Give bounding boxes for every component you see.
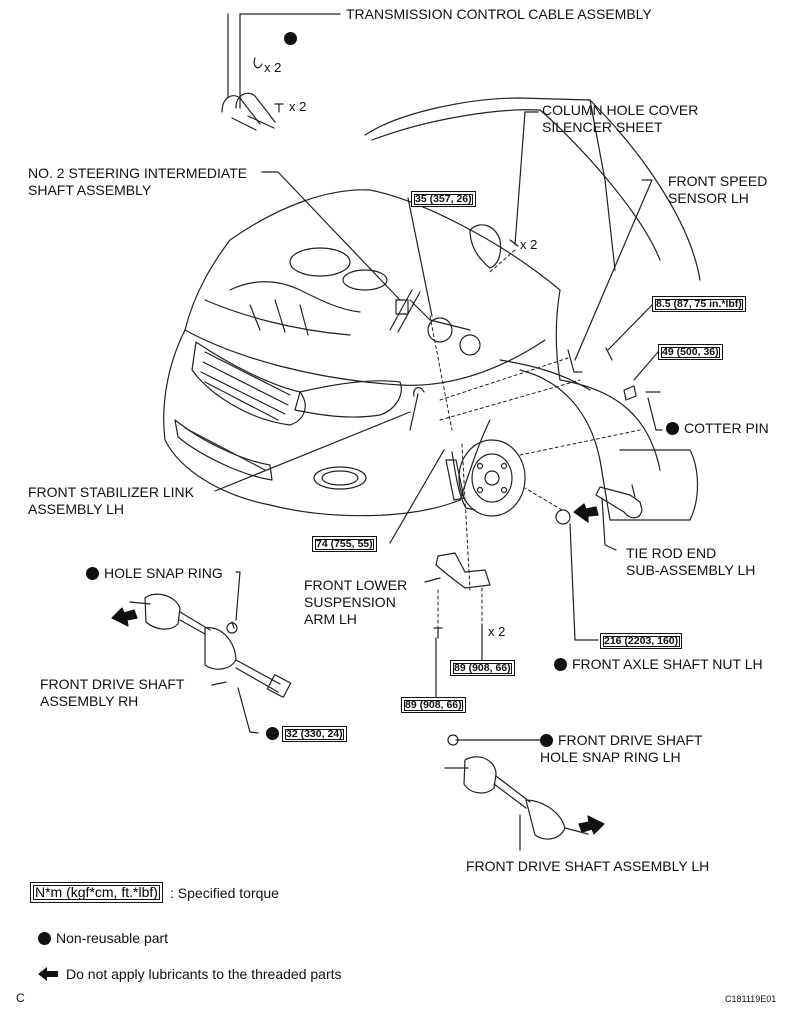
label-snap-ring-lh: FRONT DRIVE SHAFT HOLE SNAP RING LH [540,732,703,765]
non-reusable-mark-cable-clip [284,32,297,45]
qty-cover-clip: x 2 [520,237,538,252]
label-transmission-cable: TRANSMISSION CONTROL CABLE ASSEMBLY [346,6,652,22]
non-reusable-mark [86,567,99,580]
torque-35: 35 (357, 26) [411,191,476,207]
torque-49: 49 (500, 36) [658,344,723,360]
legend-torque-box: N*m (kgf*cm, ft.*lbf) [30,882,163,903]
torque-216: 216 (2203, 160) [600,633,683,649]
label-steering-shaft: NO. 2 STEERING INTERMEDIATE SHAFT ASSEMB… [28,165,248,198]
label-cotter-pin: COTTER PIN [666,420,769,437]
label-lower-arm: FRONT LOWER SUSPENSION ARM LH [304,577,408,627]
label-column-hole-cover: COLUMN HOLE COVER SILENCER SHEET [542,102,699,135]
cotter-pin [623,385,661,401]
brake-disc [445,439,526,517]
legend-non-reusable: Non-reusable part [38,930,168,947]
label-drive-shaft-rh: FRONT DRIVE SHAFT ASSEMBLY RH [40,676,185,709]
label-tie-rod-end: TIE ROD END SUB-ASSEMBLY LH [626,545,756,578]
label-drive-shaft-lh: FRONT DRIVE SHAFT ASSEMBLY LH [466,858,710,874]
drive-shaft-rh [129,593,292,698]
steering-shaft [389,289,421,333]
no-lubricant-arrow-icon [38,967,58,981]
qty-cable-washer: x 2 [289,99,307,114]
arrows [111,503,605,835]
torque-8-5: 8.5 (87, 75 in.*lbf) [652,296,746,312]
stabilizer-link [409,387,425,431]
non-reusable-mark [266,727,279,740]
legend-no-lubricant: Do not apply lubricants to the threaded … [66,966,342,982]
non-reusable-mark [666,422,679,435]
label-front-speed-sensor: FRONT SPEED SENSOR LH [668,173,768,206]
label-hole-snap-ring: HOLE SNAP RING [86,565,223,582]
qty-arm-nut: x 2 [488,624,506,639]
tie-rod-end [595,484,643,519]
label-axle-nut: FRONT AXLE SHAFT NUT LH [554,656,763,673]
torque-74: 74 (755, 55) [312,536,377,552]
torque-89-lower: 89 (908, 66) [401,697,466,713]
label-torque-32 [266,725,284,742]
column-hole-cover [469,224,519,269]
legend-torque-text: : Specified torque [170,885,279,901]
transmission-cable [221,57,284,131]
speed-sensor [567,347,613,373]
torque-89-upper: 89 (908, 66) [450,660,515,676]
non-reusable-legend-icon [38,932,51,945]
car-body [163,97,701,521]
label-stabilizer-link: FRONT STABILIZER LINK ASSEMBLY LH [28,484,194,517]
torque-32: 32 (330, 24) [282,726,347,742]
axle-nut [555,509,571,525]
corner-letter: C [16,991,25,1005]
figure-id: C181119E01 [725,994,777,1004]
non-reusable-mark [554,658,567,671]
leader-lines [211,13,663,851]
non-reusable-mark [540,734,553,747]
qty-cable-clip: x 2 [264,60,282,75]
